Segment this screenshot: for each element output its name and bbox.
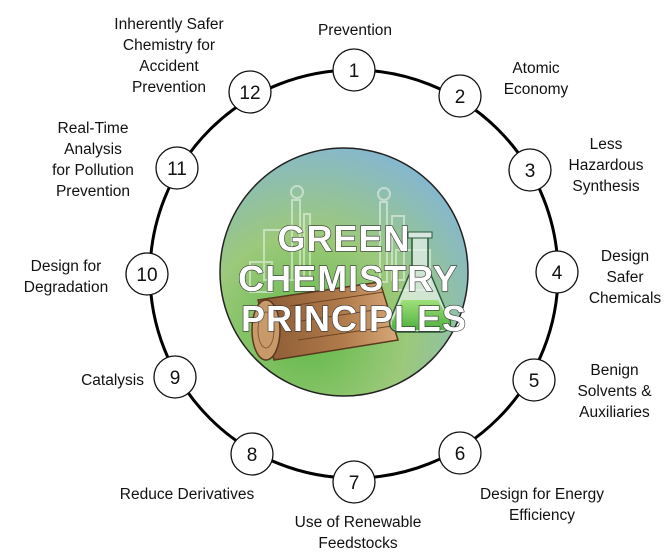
flask-image	[388, 231, 452, 333]
principle-node-7: 7	[332, 460, 376, 504]
principle-number-6: 6	[455, 444, 466, 465]
principle-12-label: Inherently Safer Chemistry for Accident …	[114, 16, 224, 96]
center-title-line-2: CHEMISTRY	[238, 258, 458, 299]
principle-node-circle-1	[332, 48, 376, 92]
principle-node-circle-10	[125, 252, 169, 296]
principle-node-12: 12	[228, 70, 272, 114]
principle-11-label: Real-Time Analysis for Pollution Prevent…	[52, 120, 134, 200]
principle-1-label: Prevention	[317, 22, 393, 39]
principle-number-10: 10	[136, 265, 157, 286]
principle-8-label: Reduce Derivatives	[119, 486, 255, 503]
principle-node-3: 3	[508, 148, 552, 192]
principle-number-9: 9	[170, 368, 181, 389]
principle-10-label: Design for Degradation	[23, 258, 109, 296]
principle-node-circle-3	[508, 148, 552, 192]
principle-node-circle-2	[438, 74, 482, 118]
principle-node-circle-11	[155, 146, 199, 190]
principle-node-circle-8	[230, 432, 274, 476]
center-title-line-1: GREEN	[277, 218, 410, 259]
center-title-line-3: PRINCIPLES	[241, 298, 467, 339]
principle-node-circle-6	[438, 431, 482, 475]
principle-number-3: 3	[525, 161, 536, 182]
principle-node-circle-7	[332, 460, 376, 504]
principle-9-label: Catalysis	[81, 372, 144, 389]
principle-7-label: Use of Renewable Feedstocks	[294, 514, 422, 552]
principle-node-circle-12	[228, 70, 272, 114]
principle-node-9: 9	[153, 355, 197, 399]
principle-4-label: Design Safer Chemicals	[588, 248, 662, 307]
principle-number-2: 2	[455, 87, 466, 108]
principle-node-6: 6	[438, 431, 482, 475]
principle-node-11: 11	[155, 146, 199, 190]
principle-node-8: 8	[230, 432, 274, 476]
principle-5-label: Benign Solvents & Auxiliaries	[577, 362, 652, 421]
wood-log-image	[251, 281, 399, 361]
principle-node-5: 5	[512, 358, 556, 402]
center-emblem: GREEN CHEMISTRY PRINCIPLES	[219, 147, 469, 397]
principle-2-label: Atomic Economy	[503, 60, 569, 98]
principle-number-8: 8	[247, 445, 258, 466]
principle-number-7: 7	[349, 473, 360, 494]
principle-number-5: 5	[529, 371, 540, 392]
principle-node-circle-4	[535, 250, 579, 294]
principle-node-circle-5	[512, 358, 556, 402]
principle-node-circle-9	[153, 355, 197, 399]
principle-number-12: 12	[239, 83, 260, 104]
principle-number-4: 4	[552, 263, 563, 284]
principle-node-4: 4	[535, 250, 579, 294]
principle-3-label: Less Hazardous Synthesis	[568, 136, 644, 195]
principle-number-1: 1	[349, 61, 360, 82]
principle-node-2: 2	[438, 74, 482, 118]
principle-number-11: 11	[167, 159, 187, 180]
principle-6-label: Design for Energy Efficiency	[479, 486, 605, 524]
principle-node-10: 10	[125, 252, 169, 296]
principle-node-1: 1	[332, 48, 376, 92]
